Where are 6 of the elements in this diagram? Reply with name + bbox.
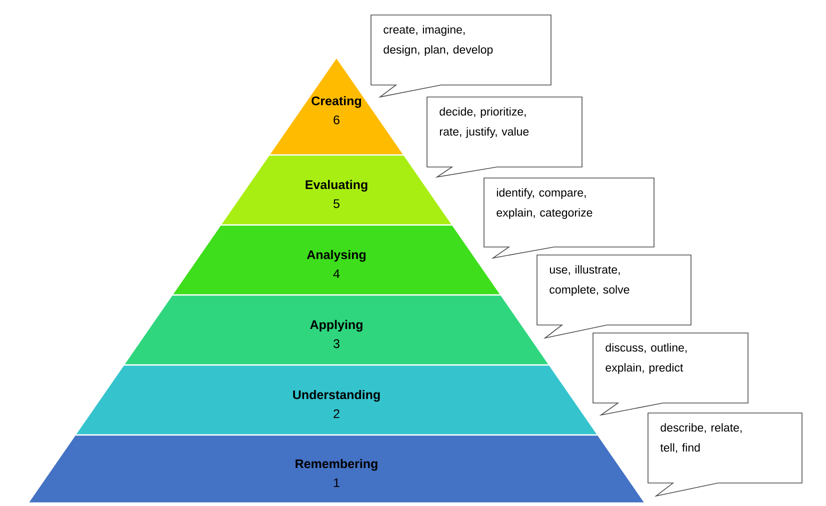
speech-bubble: identify, compare, explain, categorize [484, 178, 654, 259]
speech-bubble: discuss, outline, explain, predict [592, 332, 748, 416]
speech-bubble: decide, prioritize, rate, justify, value [426, 96, 582, 178]
speech-bubble: use, illustrate, complete, solve [536, 254, 692, 339]
speech-bubble: describe, relate, tell, find [648, 412, 802, 497]
speech-bubble: create, imagine, design, plan, develop [370, 14, 552, 98]
